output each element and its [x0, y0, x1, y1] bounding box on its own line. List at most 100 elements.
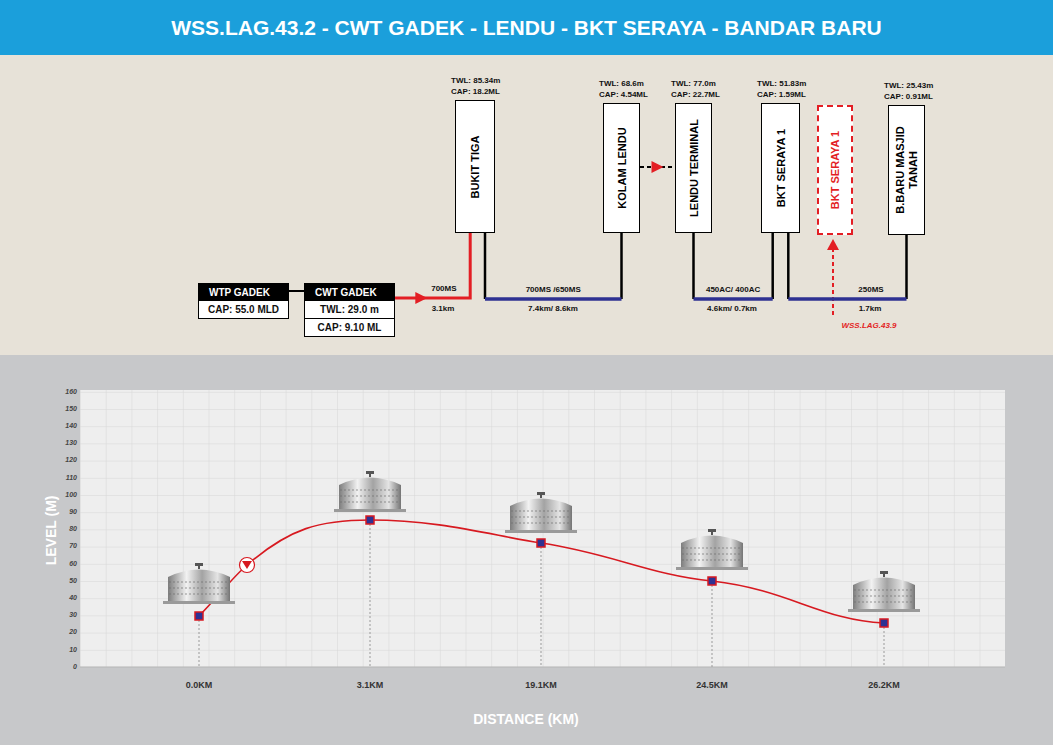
plot-grid	[80, 390, 1005, 667]
box-heading: CWT GADEK	[305, 284, 394, 301]
drop-lines	[199, 524, 884, 667]
capacity-text: TWL: 25.43m	[884, 80, 933, 91]
capacity-heading: TWL: 85.34mCAP: 18.2ML	[451, 75, 500, 97]
capacity-text: TWL: 77.0m	[671, 78, 720, 89]
pipe-connector	[694, 233, 773, 299]
axis-tick: 150	[65, 405, 77, 413]
capacity-text: TWL: 85.34m	[451, 75, 500, 86]
reservoir-box: TWL: 68.6mCAP: 4.54MLKOLAM LENDU	[603, 103, 640, 233]
axis-tick: 80	[69, 525, 77, 533]
capacity-heading: TWL: 68.6mCAP: 4.54ML	[599, 78, 648, 100]
pump-symbol	[242, 561, 252, 569]
capacity-text: TWL: 68.6m	[599, 78, 648, 89]
pipe-riser	[787, 233, 790, 299]
level-markers	[195, 516, 888, 627]
pipe-riser	[484, 233, 487, 299]
axis-title: LEVEL (M)	[44, 495, 61, 565]
capacity-text: TWL: 51.83m	[757, 78, 806, 89]
page-title: WSS.LAG.43.2 - CWT GADEK - LENDU - BKT S…	[0, 0, 1053, 55]
pipe-riser	[771, 233, 774, 299]
axis-tick: 70	[69, 542, 77, 550]
axis-tick: 50	[69, 577, 77, 585]
plant-box: WTP GADEKCAP: 55.0 MLD	[198, 283, 289, 319]
capacity-text: CAP: 4.54ML	[599, 89, 648, 100]
box-heading: WTP GADEK	[199, 284, 288, 301]
arrow-head	[652, 161, 664, 173]
reservoir-box: TWL: 85.34mCAP: 18.2MLBUKIT TIGA	[455, 100, 495, 233]
pipe-riser	[692, 233, 695, 299]
pipe-line	[395, 233, 470, 298]
distance-tick: 0.0KM	[186, 680, 213, 691]
reservoir-name: LENDU TERMINAL	[687, 114, 700, 222]
reservoir-name: B.BARU MASJID TANAH	[894, 116, 920, 224]
axis-tick: 130	[65, 439, 77, 447]
arrow-head	[415, 292, 427, 304]
schematic-panel	[0, 55, 1053, 355]
reservoir-box: TWL: 77.0mCAP: 22.7MLLENDU TERMINAL	[675, 103, 712, 233]
capacity-text: CAP: 1.59ML	[757, 89, 806, 100]
pipe-length: 1.7km	[859, 304, 882, 314]
tank-icon	[163, 563, 235, 604]
axis-tick: 110	[66, 474, 77, 482]
distance-tick: 26.2KM	[868, 680, 900, 691]
tank-icon	[334, 471, 406, 512]
tank-icon	[505, 492, 577, 533]
axis-tick: 20	[69, 628, 77, 636]
pipe-riser	[905, 235, 908, 299]
feed-arrow	[827, 239, 839, 250]
capacity-heading: TWL: 25.43mCAP: 0.91ML	[884, 80, 933, 102]
plot-area	[80, 390, 1005, 667]
distance-tick: 19.1KM	[525, 680, 557, 691]
pipe-riser	[620, 233, 623, 299]
box-row: CAP: 9.10 ML	[305, 318, 394, 336]
axis-tick: 90	[69, 508, 77, 516]
axis-tick: 0	[73, 663, 77, 671]
pipe-length: 3.1km	[432, 304, 455, 314]
reservoir-box: TWL: 25.43mCAP: 0.91MLB.BARU MASJID TANA…	[888, 105, 925, 235]
reservoir-name: BUKIT TIGA	[469, 111, 482, 222]
axis-tick: 120	[65, 456, 77, 464]
pipe-size-label: 250MS	[858, 285, 883, 295]
pipe-length: 4.6km/ 0.7km	[707, 304, 757, 314]
pump-symbol	[240, 558, 255, 573]
capacity-text: CAP: 22.7ML	[671, 89, 720, 100]
box-row: CAP: 55.0 MLD	[199, 301, 288, 318]
hydraulic-profile	[199, 520, 884, 623]
axis-title: DISTANCE (KM)	[473, 711, 579, 728]
capacity-heading: TWL: 77.0mCAP: 22.7ML	[671, 78, 720, 100]
axis-tick: 10	[69, 646, 77, 654]
scheme-reference: WSS.LAG.43.9	[841, 321, 896, 331]
title-bar	[0, 0, 1053, 55]
axis-tick: 40	[69, 594, 77, 602]
pipe-line	[694, 297, 773, 301]
capacity-text: CAP: 0.91ML	[884, 91, 933, 102]
pipe-line	[289, 290, 304, 292]
reservoir-name: BKT SERAYA 1	[774, 114, 787, 222]
pipe-connector	[640, 161, 675, 173]
reservoir-name: KOLAM LENDU	[615, 114, 628, 222]
pipe-line	[485, 297, 622, 301]
reservoir-name: BKT SERAYA 1	[829, 116, 842, 224]
x-axis	[80, 667, 1005, 668]
feed-line	[832, 248, 834, 315]
pipe-connector	[788, 233, 906, 299]
capacity-text: CAP: 18.2ML	[451, 86, 500, 97]
pipe-size-label: 700MS	[431, 284, 456, 294]
axis-tick: 60	[69, 560, 77, 568]
plant-box: CWT GADEKTWL: 29.0 mCAP: 9.10 ML	[304, 283, 395, 337]
pipe-connector	[395, 233, 470, 304]
reservoir-box: BKT SERAYA 1	[817, 105, 853, 235]
chart-panel	[0, 355, 1053, 745]
pipe-size-label: 700MS /650MS	[526, 285, 581, 295]
pipe-length: 7.4km/ 8.6km	[528, 304, 578, 314]
pipe-connector	[289, 291, 304, 292]
reservoir-box: TWL: 51.83mCAP: 1.59MLBKT SERAYA 1	[761, 103, 800, 233]
distance-tick: 24.5KM	[696, 680, 728, 691]
capacity-heading: TWL: 51.83mCAP: 1.59ML	[757, 78, 806, 100]
pipe-line	[788, 297, 906, 301]
tank-icon	[848, 571, 920, 612]
axis-tick: 160	[65, 388, 77, 396]
pipe-size-label: 450AC/ 400AC	[706, 285, 760, 295]
axis-tick: 140	[65, 422, 77, 430]
pipe-connector	[485, 233, 622, 299]
